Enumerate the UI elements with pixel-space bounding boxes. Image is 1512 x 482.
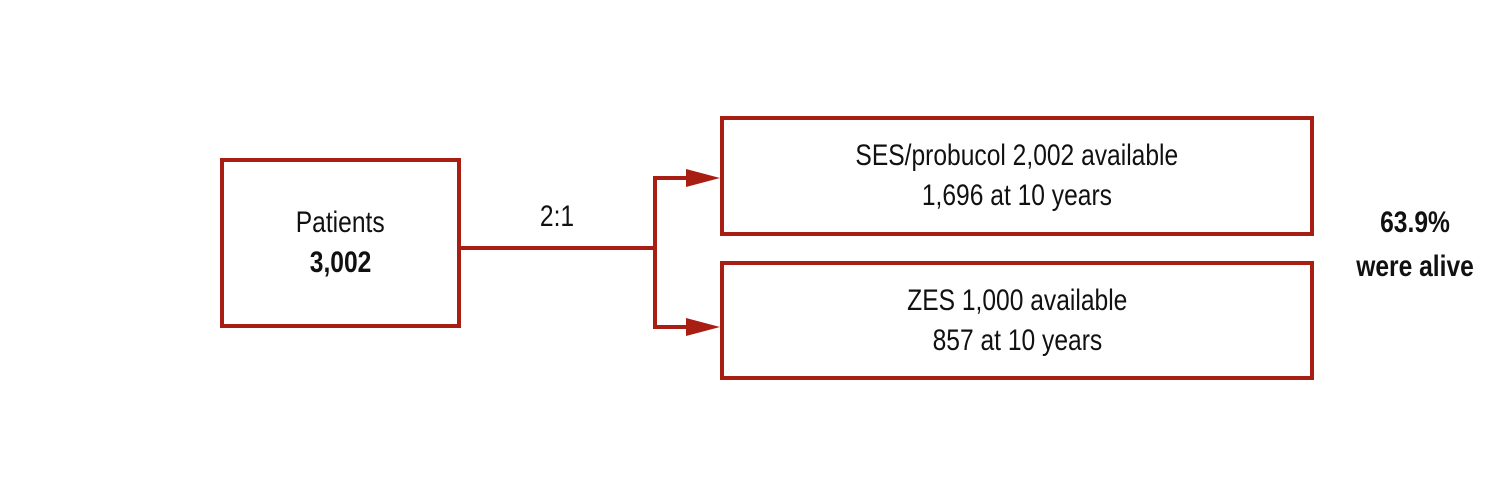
arrow-ses (686, 169, 720, 187)
patients-box: Patients 3,002 (222, 160, 459, 326)
ses-box-border (720, 116, 1314, 236)
outcome-percent: 63.9% (1380, 206, 1450, 239)
ses-available: SES/probucol 2,002 available (855, 139, 1179, 172)
ses-10-years: 1,696 at 10 years (921, 179, 1113, 212)
patients-box-border (220, 158, 461, 328)
zes-box-border (720, 261, 1314, 380)
ses-box: SES/probucol 2,002 available 1,696 at 10… (722, 118, 1312, 234)
zes-available: ZES 1,000 available (906, 283, 1128, 317)
zes-box: ZES 1,000 available 857 at 10 years (722, 263, 1312, 378)
arrow-zes (686, 318, 720, 336)
outcome-text: were alive (1356, 250, 1474, 283)
ratio-label: 2:1 (539, 200, 575, 233)
branch-connector (653, 176, 690, 329)
zes-10-years: 857 at 10 years (932, 323, 1102, 357)
patients-count: 3,002 (309, 246, 372, 279)
patients-label: Patients (296, 206, 385, 239)
